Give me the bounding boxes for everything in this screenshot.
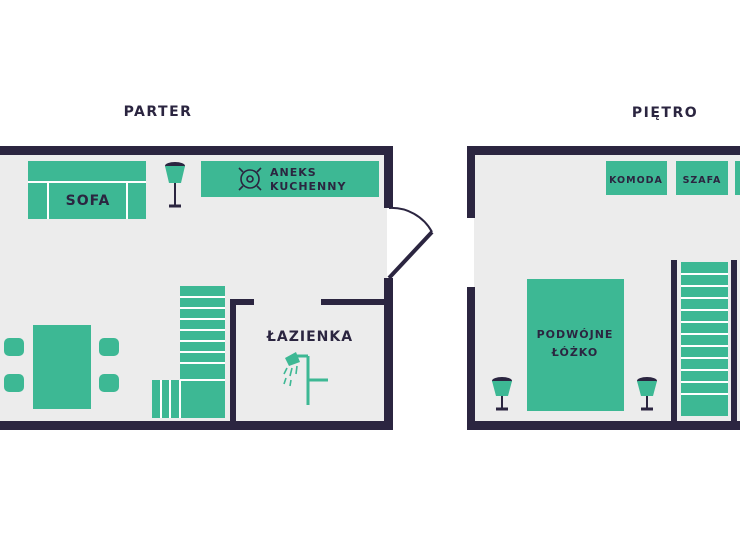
double-bed: PODWÓJNE ŁÓŻKO <box>527 279 624 411</box>
upper-floor-top-wall <box>467 146 740 155</box>
stair-railing-left <box>671 260 677 424</box>
upper-floor-left-wall-upper <box>467 146 475 218</box>
wardrobe-edge <box>735 161 740 195</box>
upper-floor-plan: KOMODA SZAFA PODWÓJNE ŁÓŻKO <box>467 146 740 430</box>
ground-floor-plan: SOFA ANEKS KUCHENNY <box>0 146 434 430</box>
ground-floor-top-wall <box>0 146 393 155</box>
kitchenette: ANEKS KUCHENNY <box>201 161 379 197</box>
sofa-label: SOFA <box>66 193 111 209</box>
dining-chair <box>99 374 119 392</box>
upper-floor-left-wall-lower <box>467 287 475 430</box>
bathroom-left-wall <box>230 299 236 424</box>
dining-chair <box>4 374 24 392</box>
stove-icon <box>238 167 262 191</box>
dining-table <box>33 325 91 409</box>
shower-icon <box>283 352 328 405</box>
bathroom-label: ŁAZIENKA <box>266 329 353 345</box>
wardrobe-label: SZAFA <box>683 175 722 186</box>
entrance-door <box>387 206 434 280</box>
bed-label-line1: PODWÓJNE <box>537 328 614 341</box>
upper-floor-bottom-wall <box>467 421 740 430</box>
ground-floor-bottom-wall <box>0 421 393 430</box>
dining-chair <box>4 338 24 356</box>
dining-set <box>4 325 119 409</box>
staircase <box>152 286 225 418</box>
upper-floor-title: PIĘTRO <box>632 105 698 121</box>
upper-staircase <box>681 262 728 416</box>
ground-floor-right-wall-upper <box>384 146 393 208</box>
kitchen-label-line2: KUCHENNY <box>270 180 346 193</box>
bathroom-top-wall-right <box>321 299 387 305</box>
sofa: SOFA <box>28 161 146 219</box>
bathroom-top-wall-left <box>230 299 254 305</box>
bed-label-line2: ŁÓŻKO <box>551 345 598 359</box>
wardrobe: SZAFA <box>676 161 728 195</box>
dresser-label: KOMODA <box>609 175 663 186</box>
dresser: KOMODA <box>606 161 667 195</box>
floor-lamp-icon <box>165 162 185 208</box>
ground-floor-title: PARTER <box>124 104 193 120</box>
kitchen-label-line1: ANEKS <box>270 166 317 179</box>
bedside-lamp-icon <box>637 377 657 411</box>
stair-railing-right <box>731 260 737 424</box>
bedside-lamp-icon <box>492 377 512 411</box>
dining-chair <box>99 338 119 356</box>
ground-floor-right-wall-lower <box>384 278 393 430</box>
